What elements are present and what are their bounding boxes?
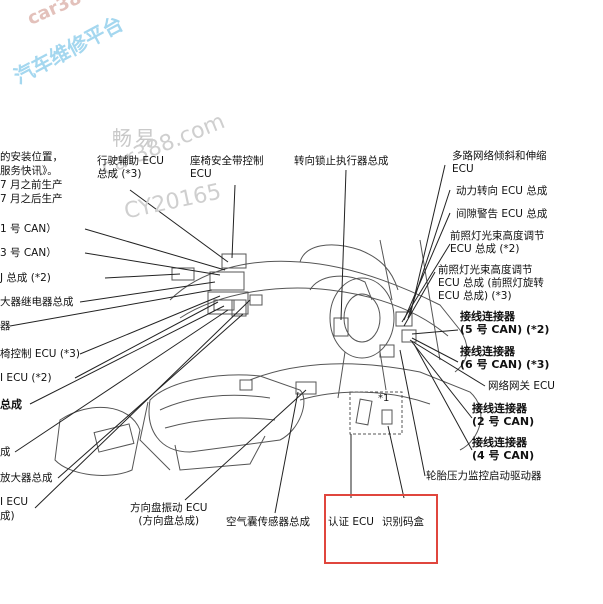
label-auth-ecu: 认证 ECU	[328, 516, 374, 528]
label-seatbelt-ecu: 座椅安全带控制 ECU	[190, 155, 264, 180]
label-amp-relay: 大器继电器总成	[0, 296, 74, 308]
label-marker-1: *1	[378, 393, 390, 404]
label-id-box: 识别码盒	[382, 516, 424, 528]
highlight-box	[324, 494, 438, 564]
label-gateway-ecu: 网络网关 ECU	[488, 380, 555, 392]
label-headlamp-swivel-ecu: 前照灯光束高度调节 ECU 总成 (前照灯旋转 ECU 总成) (*3)	[438, 264, 544, 302]
label-multiplex-tilt-ecu: 多路网络倾斜和伸缩 ECU	[452, 150, 547, 175]
label-headlamp-leveling-ecu: 前照灯光束高度调节 ECU 总成 (*2)	[450, 230, 545, 255]
label-service-tips: 服务快讯》。	[0, 165, 58, 177]
label-junction-can2: 接线连接器 (2 号 CAN)	[472, 402, 535, 428]
ecu-block-floor	[93, 423, 135, 453]
label-steering-lock: 转向锁止执行器总成	[294, 155, 389, 167]
label-device: 器	[0, 320, 11, 332]
label-junction-can6: 接线连接器 (6 号 CAN) (*3)	[460, 345, 550, 371]
auth-ecu-group-box	[349, 391, 403, 435]
label-power-steering-ecu: 动力转向 ECU 总成	[456, 185, 548, 197]
steering-wheel	[329, 277, 395, 359]
label-junction-can4: 接线连接器 (4 号 CAN)	[472, 436, 535, 462]
label-assembly-bold: 总成	[0, 398, 22, 411]
ecu-block-upper	[221, 253, 247, 269]
label-junction-can5: 接线连接器 (5 号 CAN) (*2)	[460, 310, 550, 336]
label-produced-before: 7 月之前生产	[0, 179, 63, 191]
label-ecu-end: I ECU	[0, 496, 29, 508]
label-clearance-warning-ecu: 间隙警告 ECU 总成	[456, 208, 548, 220]
label-driving-assist-ecu: 行驶辅助 ECU 总成 (*3)	[97, 155, 164, 180]
label-assembly-2: J 总成 (*2)	[0, 272, 51, 284]
label-can1: 1 号 CAN）	[0, 223, 57, 235]
label-install-position: 的安装位置，	[0, 151, 63, 163]
watermark-changyi: 畅易	[112, 126, 158, 150]
label-cheng: 成	[0, 446, 11, 458]
label-tpms-driver: 轮胎压力监控启动驱动器	[426, 470, 542, 482]
label-can3: 3 号 CAN）	[0, 247, 57, 259]
label-airbag-sensor: 空气囊传感器总成	[226, 516, 310, 528]
label-seat-ecu-3: 椅控制 ECU (*3)	[0, 348, 80, 360]
label-ecu-2: I ECU (*2)	[0, 372, 52, 384]
label-steering-vibration-ecu: 方向盘振动 ECU (方向盘总成)	[130, 502, 208, 527]
dashboard-outline	[169, 260, 468, 373]
center-console	[148, 374, 305, 453]
label-produced-after: 7 月之后生产	[0, 193, 63, 205]
label-cheng-2: 成)	[0, 510, 15, 522]
label-amplifier-assy: 放大器总成	[0, 472, 53, 484]
